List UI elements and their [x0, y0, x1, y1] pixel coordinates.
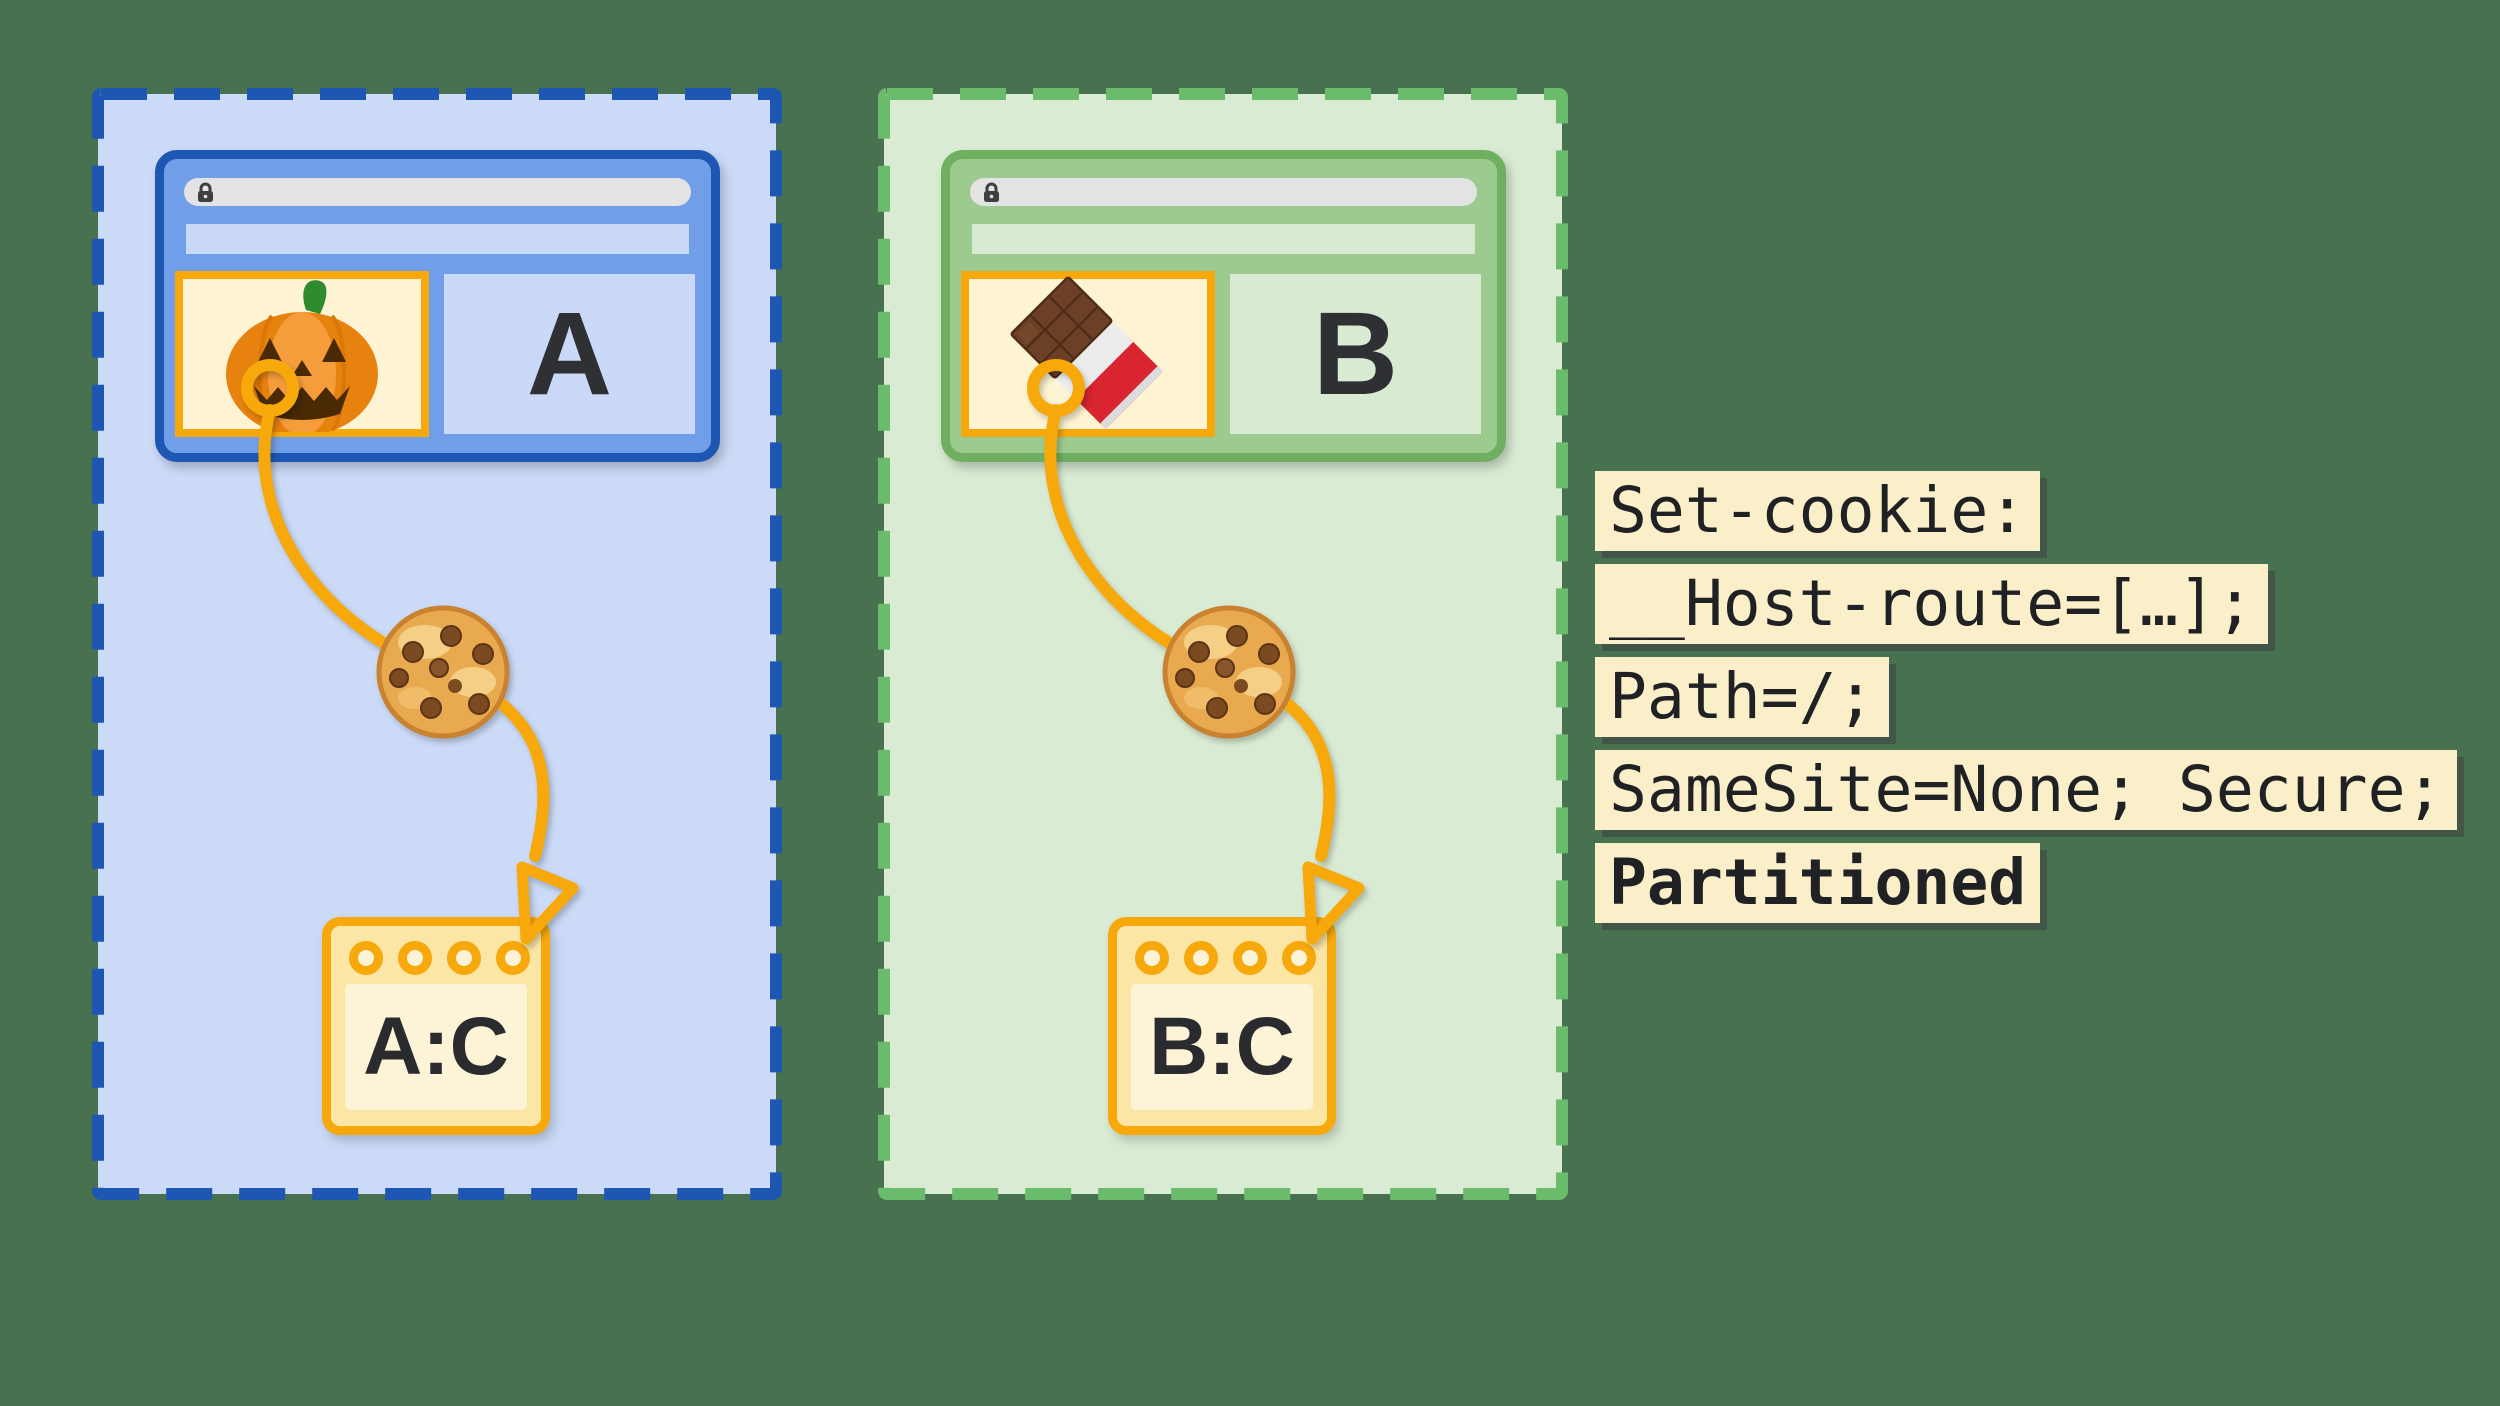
- storage-inner-panel: B:C: [1131, 984, 1313, 1110]
- partition-b-container: B B:C: [878, 88, 1568, 1200]
- pumpkin-emoji: [226, 280, 378, 432]
- storage-label-b: B:C: [1149, 1001, 1295, 1092]
- site-label-a: A: [526, 288, 613, 420]
- content-band: [186, 224, 689, 254]
- partitioned-storage-b: B:C: [1108, 917, 1336, 1135]
- storage-dot: [1233, 941, 1267, 975]
- code-line-partitioned: Partitioned: [1595, 843, 2041, 923]
- embedded-iframe-a: [175, 271, 429, 437]
- lock-icon: [984, 182, 999, 202]
- set-cookie-code-block: Set-cookie: __Host-route=[…]; Path=/; Sa…: [1595, 471, 2458, 923]
- code-line: SameSite=None; Secure;: [1595, 750, 2458, 830]
- storage-dots: [349, 941, 530, 975]
- storage-dot: [496, 941, 530, 975]
- storage-dots: [1135, 941, 1316, 975]
- storage-dot: [1184, 941, 1218, 975]
- browser-window-a: A: [155, 150, 720, 462]
- top-site-panel-b: B: [1230, 274, 1481, 434]
- embedded-iframe-b: [961, 271, 1215, 437]
- browser-window-b: B: [941, 150, 1506, 462]
- storage-dot: [447, 941, 481, 975]
- site-label-b: B: [1312, 288, 1399, 420]
- storage-dot: [398, 941, 432, 975]
- partitioned-storage-a: A:C: [322, 917, 550, 1135]
- chocolate-bar-emoji: [1010, 276, 1163, 429]
- partition-a-container: A A:C: [92, 88, 782, 1200]
- code-line: Set-cookie:: [1595, 471, 2041, 551]
- storage-dot: [1135, 941, 1169, 975]
- storage-dot: [1282, 941, 1316, 975]
- storage-label-a: A:C: [363, 1001, 509, 1092]
- url-bar: [184, 178, 691, 206]
- code-line: Path=/;: [1595, 657, 1889, 737]
- top-site-panel-a: A: [444, 274, 695, 434]
- url-bar: [970, 178, 1477, 206]
- code-line: __Host-route=[…];: [1595, 564, 2268, 644]
- content-band: [972, 224, 1475, 254]
- lock-icon: [198, 182, 213, 202]
- storage-inner-panel: A:C: [345, 984, 527, 1110]
- storage-dot: [349, 941, 383, 975]
